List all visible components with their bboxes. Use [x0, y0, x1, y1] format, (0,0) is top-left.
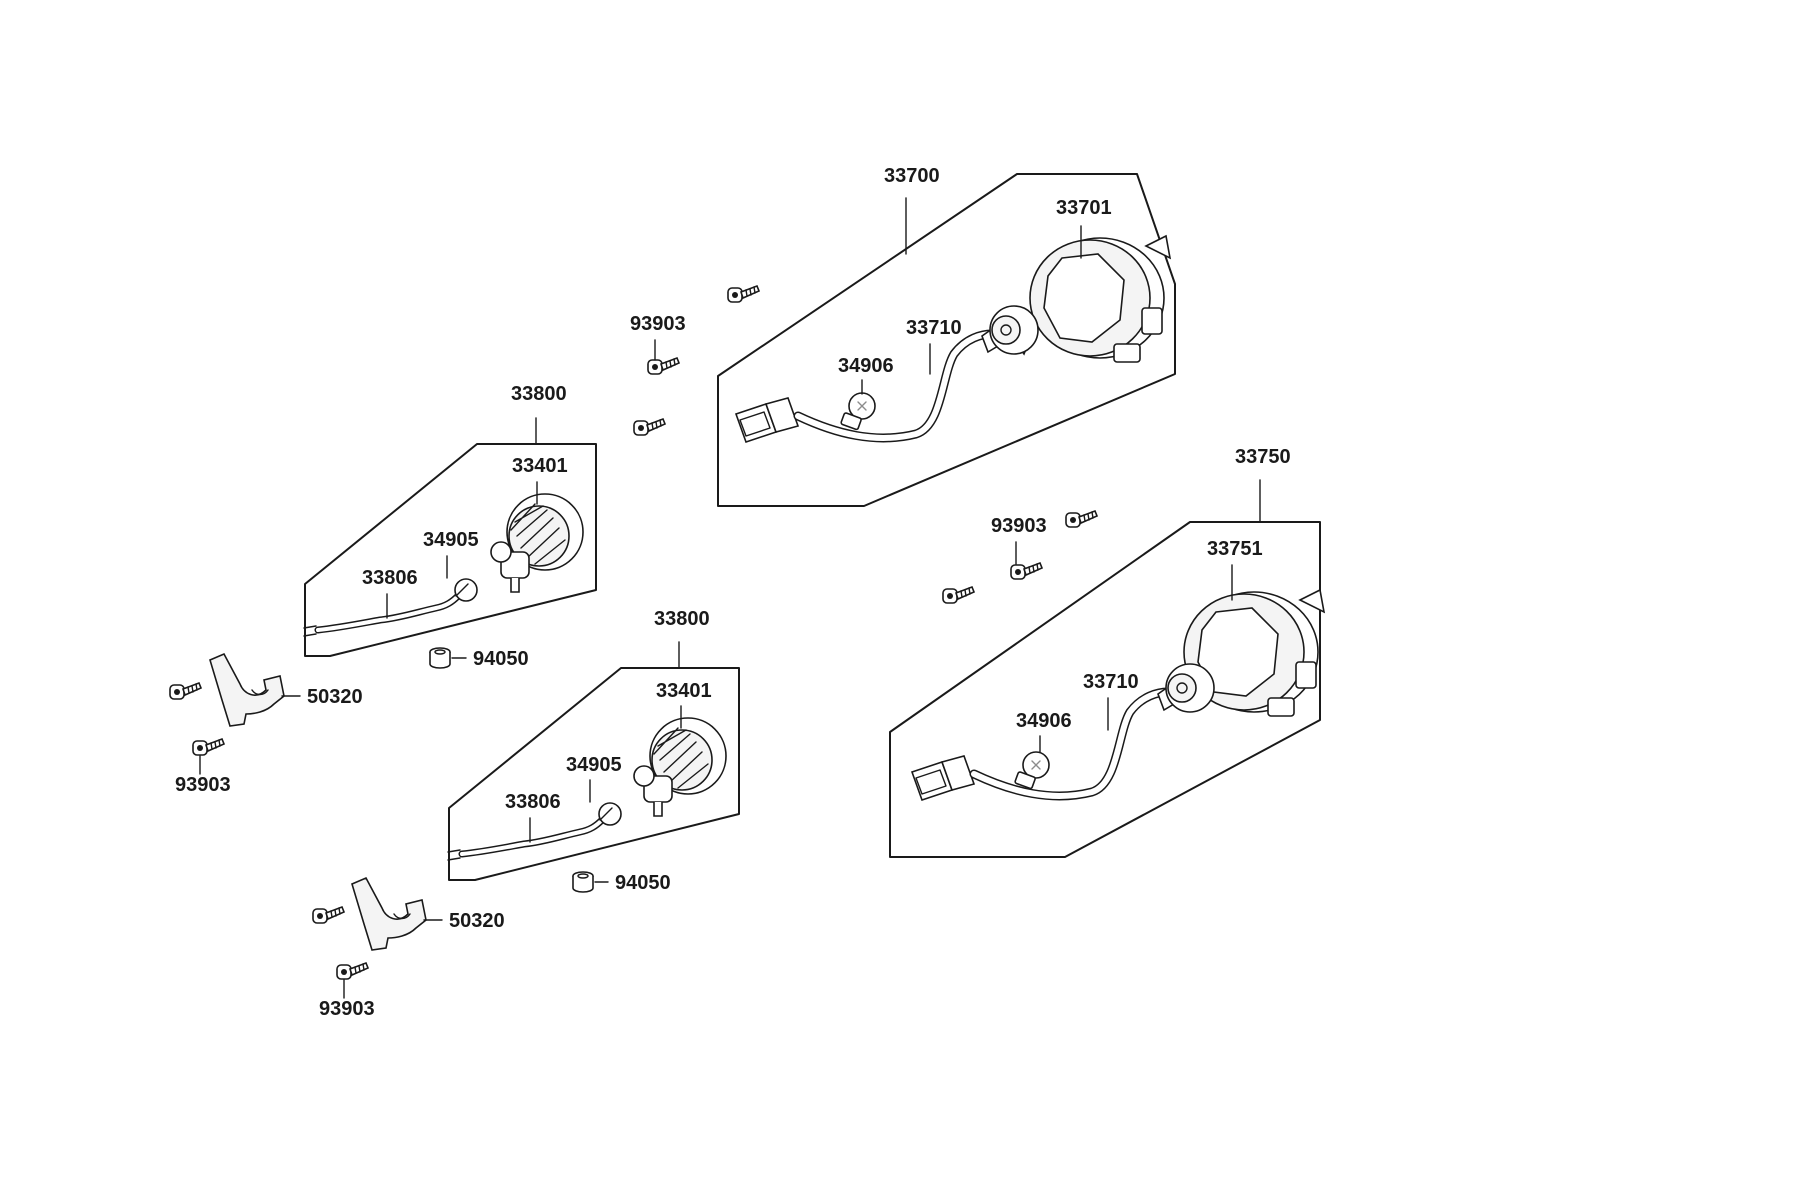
label-33710-top: 33710: [906, 317, 962, 339]
label-33800-b: 33800: [654, 608, 710, 630]
outline-33800-a: [304, 443, 597, 657]
label-33800-a: 33800: [511, 383, 567, 405]
grommet-94050-b: [572, 871, 594, 893]
grommet-94050-a: [429, 647, 451, 669]
screw-icon: [169, 682, 202, 700]
label-94050-b: 94050: [615, 872, 671, 894]
screw-icon: [942, 586, 975, 604]
headlight-33701: [1013, 235, 1171, 363]
label-34906-top: 34906: [838, 355, 894, 377]
screw-icon: [312, 906, 345, 924]
label-93903-a: 93903: [175, 774, 231, 796]
bulb-34906-right: [1013, 751, 1050, 790]
screw-icon: [1010, 562, 1043, 580]
label-93903-right: 93903: [991, 515, 1047, 537]
label-93903-top: 93903: [630, 313, 686, 335]
label-34905-a: 34905: [423, 529, 479, 551]
label-93903-b: 93903: [319, 998, 375, 1020]
label-33806-a: 33806: [362, 567, 418, 589]
screw-icon: [633, 418, 666, 436]
label-33710-right: 33710: [1083, 671, 1139, 693]
outline-33750: [889, 521, 1321, 858]
assembly-33800-b: 33800 33401 33806 34905: [448, 608, 740, 881]
screw-icon: [192, 738, 225, 756]
label-33750: 33750: [1235, 446, 1291, 468]
label-33401-b: 33401: [656, 680, 712, 702]
outline-33800-b: [448, 667, 740, 881]
screw-icon: [647, 357, 680, 375]
lamp-33401-a: [490, 493, 584, 593]
screws-right: 93903: [942, 510, 1098, 604]
label-34905-b: 34905: [566, 754, 622, 776]
screw-icon: [336, 962, 369, 980]
lamp-33401-b: [633, 717, 727, 817]
assembly-33700: 33700 33701 33710 34906: [717, 165, 1176, 507]
screws-top: 93903: [630, 285, 760, 436]
bracket-50320-b: [351, 877, 427, 951]
assembly-33800-a: 33800 33401 33806 34905: [304, 383, 597, 657]
outline-33700: [717, 173, 1176, 507]
label-50320-a: 50320: [307, 686, 363, 708]
bracket-50320-a: [209, 653, 285, 727]
label-33806-b: 33806: [505, 791, 561, 813]
label-33700: 33700: [884, 165, 940, 187]
label-33401-a: 33401: [512, 455, 568, 477]
screw-icon: [727, 285, 760, 303]
label-50320-b: 50320: [449, 910, 505, 932]
label-33701: 33701: [1056, 197, 1112, 219]
bulb-34906-top: [839, 392, 876, 431]
screw-icon: [1065, 510, 1098, 528]
label-33751: 33751: [1207, 538, 1263, 560]
label-34906-right: 34906: [1016, 710, 1072, 732]
label-94050-a: 94050: [473, 648, 529, 670]
assembly-33750: 33750 33751 33710 34906: [889, 446, 1325, 858]
